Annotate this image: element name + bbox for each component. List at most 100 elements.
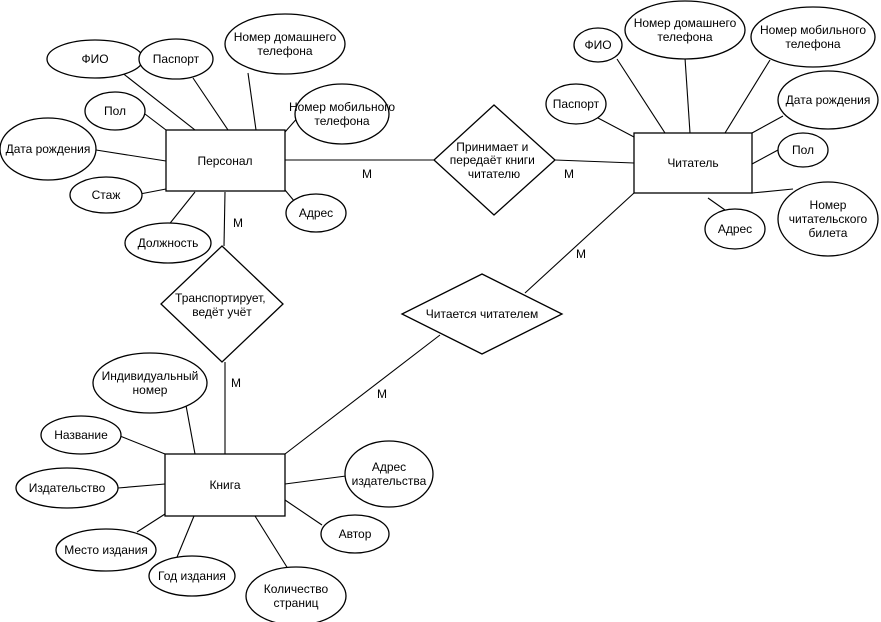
- edge-personal-position: [166, 191, 196, 228]
- relationship-gives-books-line-2: передаёт книги: [450, 153, 535, 167]
- attribute-label-line: Адрес: [718, 222, 752, 236]
- attribute-label: Пол: [104, 104, 126, 118]
- attribute-label: Адрес: [718, 222, 752, 236]
- attribute-label: Должность: [138, 236, 199, 250]
- edge-reader-address: [707, 197, 726, 211]
- attribute-personal-experience: Стаж: [69, 176, 143, 214]
- attribute-reader-address: Адрес: [704, 208, 766, 250]
- attribute-label: Дата рождения: [6, 142, 91, 156]
- attribute-ellipse: [224, 13, 346, 75]
- attribute-ellipse: [777, 70, 879, 130]
- attribute-label: Издательство: [29, 481, 106, 495]
- attribute-reader-fio: ФИО: [573, 27, 623, 63]
- attribute-label-line: страниц: [273, 596, 318, 610]
- attribute-label-line: Номер мобильного: [289, 100, 395, 114]
- attribute-label-line: Стаж: [92, 188, 121, 202]
- edge-personal-gender: [144, 113, 167, 131]
- attribute-label: ФИО: [81, 52, 108, 66]
- attribute-personal-birth-date: Дата рождения: [0, 117, 97, 181]
- attribute-label: Дата рождения: [786, 93, 871, 107]
- cardinality-personal-gives: M: [362, 167, 372, 181]
- edge-book-publisher-address: [284, 475, 347, 485]
- edge-readby-to-book: [284, 334, 441, 455]
- edge-personal-birth-date: [95, 149, 167, 162]
- edge-book-title: [119, 435, 166, 455]
- attribute-label: Паспорт: [153, 52, 200, 66]
- attribute-personal-fio: ФИО: [46, 39, 144, 79]
- edge-book-place: [136, 513, 166, 533]
- attribute-label-line: ФИО: [81, 52, 108, 66]
- edge-book-pages: [254, 515, 291, 573]
- attribute-label: Автор: [339, 527, 372, 541]
- attribute-book-publisher: Издательство: [15, 467, 119, 509]
- attribute-book-title: Название: [40, 415, 122, 455]
- attribute-label-line: Паспорт: [153, 52, 200, 66]
- attribute-label: Пол: [792, 143, 814, 157]
- attribute-reader-birth-date: Дата рождения: [777, 70, 879, 130]
- attribute-reader-gender: Пол: [777, 132, 829, 168]
- cardinality-gives-reader: M: [564, 167, 574, 181]
- attribute-label: ФИО: [584, 38, 611, 52]
- attribute-label-line: Номер: [810, 198, 847, 212]
- edge-reader-passport: [597, 117, 635, 138]
- attribute-ellipse: [84, 91, 146, 131]
- entity-personal-label: Персонал: [197, 154, 252, 168]
- edge-reader-ticket: [751, 188, 794, 194]
- attribute-personal-gender: Пол: [84, 91, 146, 131]
- attribute-personal-passport: Паспорт: [138, 38, 214, 80]
- attribute-label: Год издания: [158, 569, 226, 583]
- svg-text:Транспортирует, ведёт уч: Транспортирует, ведёт учёт: [175, 291, 269, 319]
- edge-personal-experience: [139, 188, 167, 195]
- attribute-label-line: ФИО: [584, 38, 611, 52]
- cardinality-readby-book: M: [377, 387, 387, 401]
- entity-personal: Персонал: [165, 129, 286, 192]
- edge-personal-to-transports: [223, 191, 226, 247]
- attribute-label: Стаж: [92, 188, 121, 202]
- edge-gives-to-reader: [554, 159, 635, 164]
- attribute-book-year: Год издания: [148, 555, 236, 597]
- edge-personal-passport: [192, 77, 229, 131]
- relationship-gives-books: Принимает и передаёт книги читателю: [433, 104, 556, 216]
- attribute-ellipse: [294, 83, 390, 145]
- attribute-label: Адрес: [299, 206, 333, 220]
- attribute-ellipse: [285, 193, 347, 233]
- edge-reader-gender: [751, 149, 779, 165]
- attribute-ellipse: [40, 415, 122, 455]
- attribute-ellipse: [344, 440, 434, 508]
- attribute-ellipse: [777, 132, 829, 168]
- attribute-ellipse: [624, 0, 746, 60]
- svg-text:Принимает и передаёт кни: Принимает и передаёт книги читателю: [450, 140, 538, 181]
- relationship-read-by-line-1: Читается читателем: [426, 307, 539, 321]
- attribute-label-line: читательского: [789, 212, 868, 226]
- attribute-label-line: Пол: [792, 143, 814, 157]
- entity-book-label: Книга: [209, 478, 240, 492]
- edge-reader-mobile-phone: [724, 59, 771, 134]
- attribute-label-line: Номер домашнего: [234, 30, 337, 44]
- attribute-ellipse: [704, 208, 766, 250]
- attribute-label-line: телефона: [785, 37, 840, 51]
- attribute-label: Паспорт: [553, 97, 600, 111]
- attribute-ellipse: [148, 555, 236, 597]
- attribute-ellipse: [138, 38, 214, 80]
- connectors: [95, 57, 794, 573]
- attribute-label: Место издания: [64, 543, 148, 557]
- attribute-ellipse: [750, 6, 876, 68]
- edge-reader-home-phone: [684, 57, 691, 134]
- attribute-label-line: Место издания: [64, 543, 148, 557]
- attribute-ellipse: [55, 528, 157, 572]
- attribute-ellipse: [320, 514, 390, 554]
- attribute-label-line: телефона: [657, 30, 712, 44]
- attribute-ellipse: [124, 222, 212, 264]
- attribute-personal-position: Должность: [124, 222, 212, 264]
- edge-book-author: [284, 499, 323, 526]
- edge-book-publisher: [117, 483, 166, 489]
- attribute-ellipse: [0, 117, 97, 181]
- attribute-book-author: Автор: [320, 514, 390, 554]
